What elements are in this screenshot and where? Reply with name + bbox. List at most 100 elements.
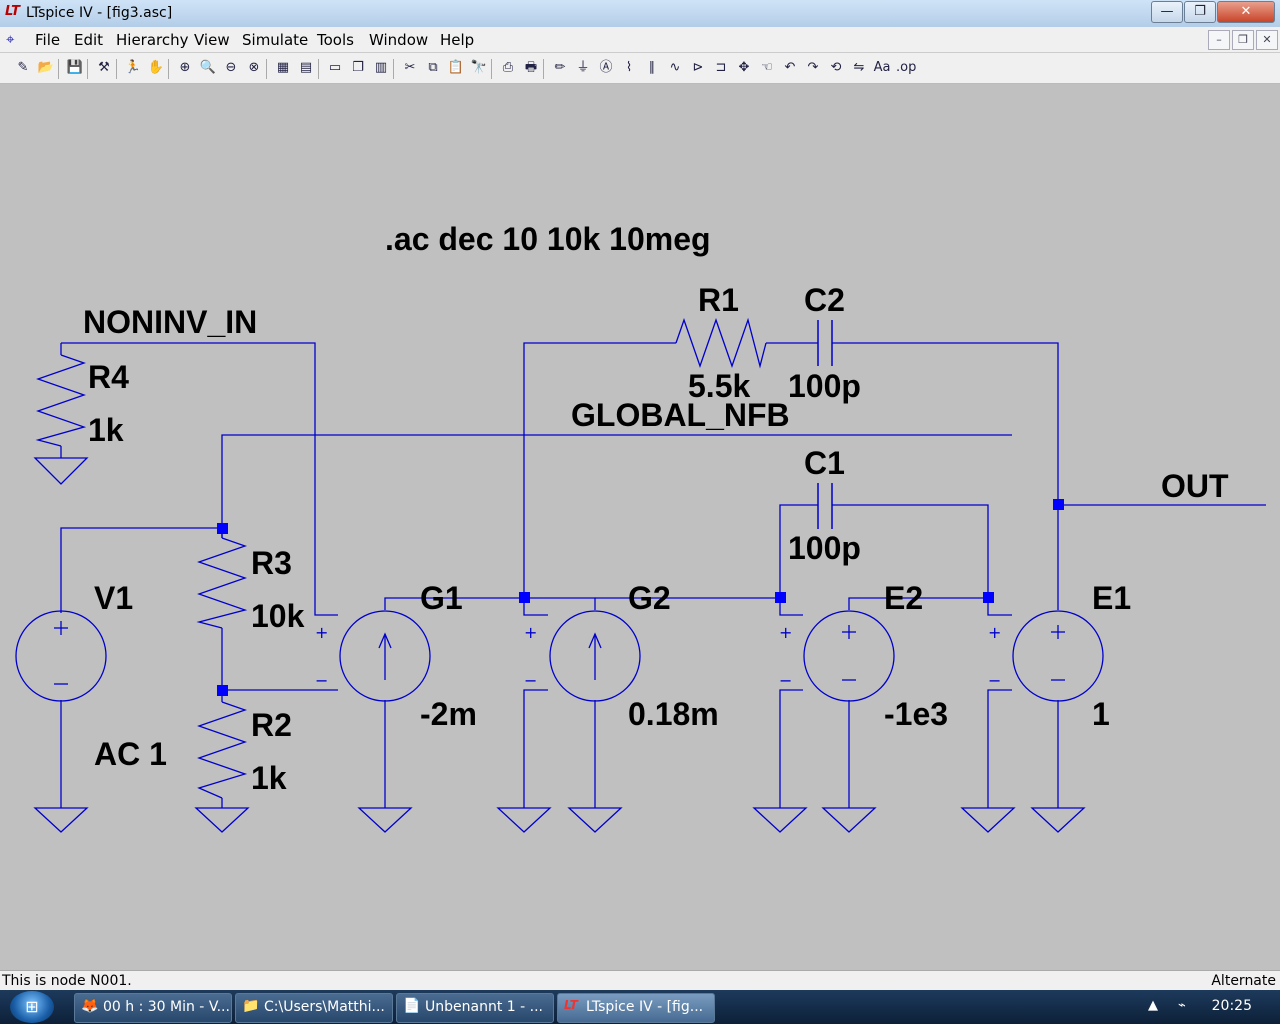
open-icon[interactable]: 📂: [37, 60, 55, 75]
minimize-button[interactable]: —: [1151, 1, 1183, 23]
inductor-icon[interactable]: ∿: [669, 60, 681, 75]
menu-edit[interactable]: Edit: [74, 31, 104, 49]
waveform-icon[interactable]: ▤: [299, 60, 313, 75]
wire-c1-left[interactable]: [779, 504, 818, 598]
current-source-g2[interactable]: [549, 610, 641, 702]
r2-name[interactable]: R2: [251, 707, 292, 743]
c1-value[interactable]: 100p: [788, 530, 861, 566]
undo-icon[interactable]: ↶: [784, 60, 796, 75]
wire-g1-g2[interactable]: [384, 597, 596, 610]
rotate-icon[interactable]: ⟲: [830, 60, 842, 75]
paste-icon[interactable]: 📋: [447, 60, 465, 75]
halt-icon[interactable]: ✋: [147, 60, 165, 75]
label-net-icon[interactable]: Ⓐ: [599, 60, 613, 75]
spice-directive-icon[interactable]: .op: [896, 60, 917, 75]
junction-dot[interactable]: [217, 685, 228, 696]
spice-directive[interactable]: .ac dec 10 10k 10meg: [385, 221, 711, 257]
redo-icon[interactable]: ↷: [807, 60, 819, 75]
current-source-g1[interactable]: [339, 610, 431, 702]
wire-g2-minus-gnd[interactable]: [523, 689, 548, 808]
net-label-out[interactable]: OUT: [1161, 468, 1229, 504]
resistor-r3[interactable]: [196, 537, 248, 629]
find-icon[interactable]: 🔭: [470, 60, 488, 75]
network-icon[interactable]: ⌁: [1178, 998, 1186, 1013]
print-setup-icon[interactable]: ⎙: [502, 60, 514, 75]
junction-dot[interactable]: [775, 592, 786, 603]
cascade-icon[interactable]: ❐: [352, 60, 364, 75]
task-explorer[interactable]: 📁 C:\Users\Matthi...: [235, 993, 393, 1023]
move-icon[interactable]: ✥: [738, 60, 750, 75]
g1-name[interactable]: G1: [420, 580, 463, 616]
e1-value[interactable]: 1: [1092, 696, 1110, 732]
r3-name[interactable]: R3: [251, 545, 292, 581]
e1-name[interactable]: E1: [1092, 580, 1131, 616]
menu-tools[interactable]: Tools: [317, 31, 354, 49]
r4-name[interactable]: R4: [88, 359, 129, 395]
mirror-icon[interactable]: ⇋: [853, 60, 865, 75]
menu-hierarchy[interactable]: Hierarchy: [116, 31, 189, 49]
mdi-restore-button[interactable]: ❐: [1232, 30, 1254, 50]
autorange-icon[interactable]: ▦: [276, 60, 290, 75]
maximize-button[interactable]: ❐: [1184, 1, 1216, 23]
g2-name[interactable]: G2: [628, 580, 671, 616]
resistor-r1[interactable]: [675, 317, 767, 369]
tile-vertical-icon[interactable]: ▥: [374, 60, 388, 75]
zoom-fit-icon[interactable]: ⊗: [248, 60, 260, 75]
r3-value[interactable]: 10k: [251, 598, 305, 634]
r2-value[interactable]: 1k: [251, 760, 287, 796]
new-schematic-icon[interactable]: ✎: [17, 60, 29, 75]
schematic-app-icon[interactable]: ⌖: [6, 30, 15, 48]
resistor-icon[interactable]: ⌇: [625, 60, 633, 75]
junction-dot[interactable]: [519, 592, 530, 603]
resistor-r2[interactable]: [197, 701, 248, 799]
schematic-drawing[interactable]: + − + − + − + − .ac dec 10 10k 10meg R1 …: [0, 84, 1280, 966]
menu-help[interactable]: Help: [440, 31, 475, 49]
capacitor-c1[interactable]: [817, 483, 833, 529]
clock[interactable]: 20:25: [1211, 998, 1252, 1014]
drag-icon[interactable]: ☜: [761, 60, 773, 75]
control-panel-icon[interactable]: ⚒: [98, 60, 110, 75]
resistor-r4[interactable]: [35, 354, 87, 447]
zoom-out-icon[interactable]: ⊖: [225, 60, 237, 75]
g2-value[interactable]: 0.18m: [628, 696, 719, 732]
diode-icon[interactable]: ⊳: [692, 60, 704, 75]
tray-expand-icon[interactable]: ▲: [1148, 998, 1158, 1013]
menu-file[interactable]: File: [35, 31, 61, 49]
junction-dot[interactable]: [217, 523, 228, 534]
schematic-canvas[interactable]: + − + − + − + − .ac dec 10 10k 10meg R1 …: [0, 84, 1280, 966]
vcvs-e2[interactable]: [803, 610, 895, 702]
voltage-source-v1[interactable]: [15, 610, 107, 702]
wire-global-nfb[interactable]: [221, 434, 1012, 538]
tile-horizontal-icon[interactable]: ▭: [328, 60, 342, 75]
run-icon[interactable]: 🏃: [124, 60, 142, 75]
wire-noninv[interactable]: [61, 342, 338, 616]
capacitor-icon[interactable]: ∥: [648, 60, 656, 75]
r4-value[interactable]: 1k: [88, 412, 124, 448]
r1-value[interactable]: 5.5k: [688, 368, 750, 404]
copy-icon[interactable]: ⧉: [428, 60, 438, 75]
print-icon[interactable]: 🖶: [524, 60, 538, 75]
e2-value[interactable]: -1e3: [884, 696, 948, 732]
v1-name[interactable]: V1: [94, 580, 133, 616]
wire-v1-top[interactable]: [60, 527, 223, 613]
menu-window[interactable]: Window: [369, 31, 429, 49]
c2-name[interactable]: C2: [804, 282, 845, 318]
save-icon[interactable]: 💾: [66, 60, 84, 75]
junction-dot[interactable]: [1053, 499, 1064, 510]
component-icon[interactable]: ⊐: [715, 60, 727, 75]
vcvs-e1[interactable]: [1012, 610, 1104, 702]
task-document[interactable]: 📄 Unbenannt 1 - ...: [396, 993, 554, 1023]
start-button[interactable]: ⊞: [10, 991, 54, 1023]
ground-icon[interactable]: ⏚: [576, 60, 590, 75]
c2-value[interactable]: 100p: [788, 368, 861, 404]
wire-feedback-r1[interactable]: [523, 342, 676, 598]
menu-simulate[interactable]: Simulate: [242, 31, 309, 49]
e2-name[interactable]: E2: [884, 580, 923, 616]
close-button[interactable]: ✕: [1217, 1, 1275, 23]
net-label-global-nfb[interactable]: GLOBAL_NFB: [571, 397, 790, 433]
mdi-minimize-button[interactable]: –: [1208, 30, 1230, 50]
wire-icon[interactable]: ✏: [554, 60, 566, 75]
title-bar[interactable]: LT LTspice IV - [fig3.asc] — ❐ ✕: [0, 0, 1280, 28]
c1-name[interactable]: C1: [804, 445, 845, 481]
v1-value[interactable]: AC 1: [94, 736, 167, 772]
